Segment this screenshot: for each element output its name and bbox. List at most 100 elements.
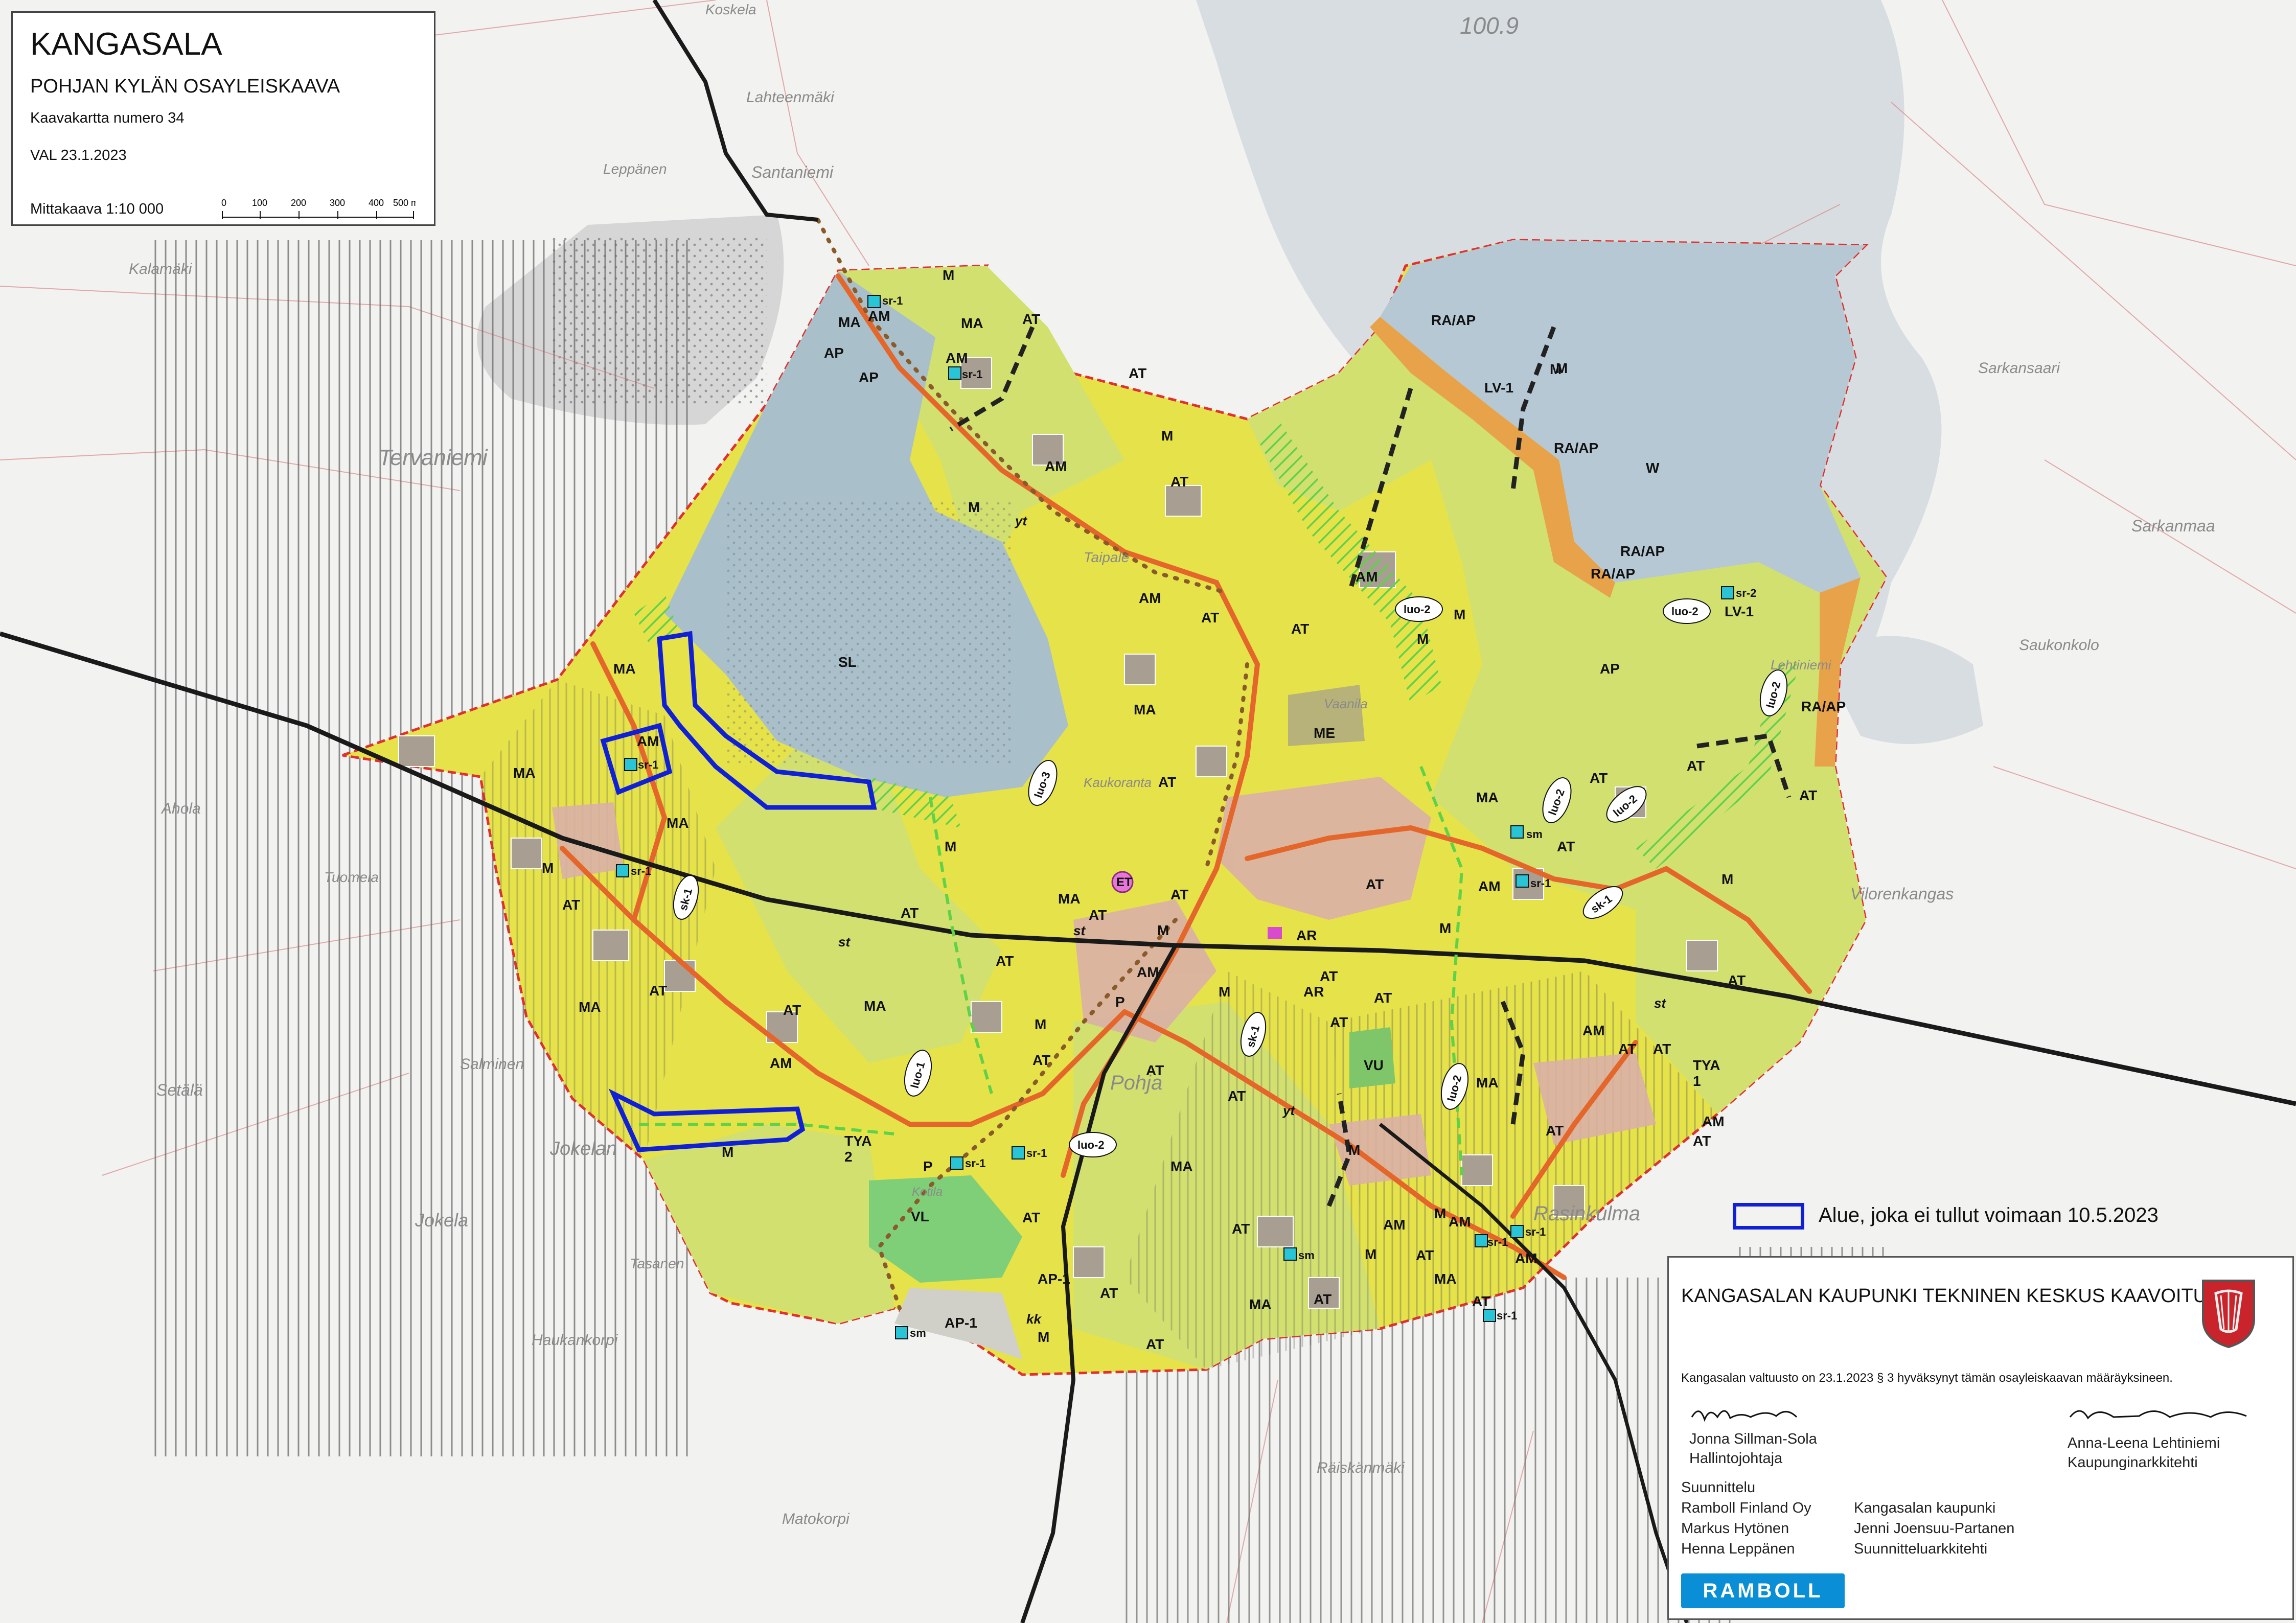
eco-corridor-1 (1257, 419, 1441, 705)
label-AT-27: AT (1618, 1041, 1636, 1057)
place-kaukoranta: Kaukoranta (1084, 775, 1152, 790)
not-in-force-area-3[interactable] (608, 1088, 806, 1152)
label-AM-10: AM (1582, 1023, 1605, 1038)
label-st-2: st (838, 934, 851, 949)
sr-markers (616, 295, 1734, 1339)
label-luo2-1: luo-2 (1404, 603, 1431, 616)
label-AM-9: AM (1137, 964, 1159, 980)
info-header: KANGASALAN KAUPUNKI TEKNINEN KESKUS KAAV… (1681, 1285, 2220, 1307)
city-name: Kangasalan kaupunki (1854, 1500, 1996, 1516)
designer-2: Henna Leppänen (1681, 1541, 1795, 1557)
label-AT-1: AT (1022, 311, 1040, 327)
place-santaniemi: Santaniemi (751, 163, 834, 181)
eco-corridor-3 (869, 777, 961, 828)
not-in-force-area-2[interactable] (600, 723, 673, 796)
label-AT-2: AT (1129, 365, 1146, 381)
label-AP1-south: AP-1 (945, 1315, 977, 1331)
label-AM-11: AM (1702, 1114, 1725, 1129)
ramboll-logo: RAMBOLL (1681, 1573, 1845, 1608)
label-AM-2: AM (946, 350, 968, 366)
place-orenkangas: Vilorenkangas (1850, 885, 1954, 903)
road-southeast (1379, 1123, 1689, 1623)
label-AM-1: AM (868, 308, 890, 324)
label-sr1-10: sr-1 (1497, 1309, 1517, 1322)
label-M-c: M (945, 839, 956, 854)
design-column-2: Kangasalan kaupunki Jenni Joensuu-Partan… (1854, 1498, 2014, 1559)
city-designer: Jenni Joensuu-Partanen (1854, 1520, 2015, 1537)
label-AT-29: AT (1693, 1133, 1711, 1149)
label-AT-15: AT (901, 905, 919, 921)
label-AP-1: AP (824, 345, 844, 361)
label-M-e2: M (1721, 871, 1733, 887)
place-saukonkolo: Saukonkolo (2019, 637, 2099, 654)
label-SL: SL (838, 654, 857, 670)
label-M-w: M (542, 860, 554, 876)
place-sarkansaari: Sarkansaari (1978, 360, 2060, 377)
label-AT-3: AT (1170, 474, 1188, 490)
label-AT-17: AT (1170, 887, 1188, 902)
place-kalamaki: Kalamäki (129, 261, 193, 277)
place-ahola: Ahola (160, 800, 201, 817)
label-AT-4: AT (1201, 610, 1219, 625)
ET-marker (1111, 871, 1134, 893)
label-AT-12: AT (562, 897, 580, 913)
design-label: Suunnittelu (1681, 1479, 1756, 1496)
label-AT-19: AT (1032, 1052, 1050, 1068)
place-kotila: Kotila (912, 1185, 943, 1199)
place-taipale: Taipale (1084, 549, 1129, 565)
zone-ME (1288, 685, 1365, 746)
label-MA-center: MA (1134, 702, 1156, 717)
label-M-ne: M (1556, 360, 1568, 376)
label-M-n3: M (968, 499, 980, 515)
label-AT-7: AT (1590, 770, 1608, 786)
label-MA-se: MA (1434, 1271, 1457, 1287)
label-MA-w: MA (513, 765, 536, 781)
label-M-n: M (943, 267, 954, 283)
municipality-name: KANGASALA (30, 27, 222, 62)
green-dashed-lines (639, 766, 1464, 1176)
place-lehtiniemi: Lehtiniemi (1771, 657, 1832, 673)
house-plots (398, 357, 1718, 1309)
zone-VU (1349, 1027, 1395, 1088)
signer-2-name: Anna-Leena Lehtiniemi (2068, 1435, 2220, 1451)
label-MA-s2: MA (1249, 1296, 1272, 1312)
zone-hatched-center (1124, 971, 1380, 1370)
label-AM-8: AM (770, 1055, 792, 1071)
historic-route (816, 218, 1249, 1310)
place-jokela2: Jokela (415, 1210, 468, 1231)
plan-area[interactable] (342, 239, 1888, 1376)
label-AP-2: AP (859, 369, 879, 385)
label-AR-2: AR (1303, 984, 1324, 1000)
label-M-c2: M (1219, 984, 1230, 1000)
signature-1-icon (1691, 1410, 1798, 1422)
not-in-force-area-1[interactable] (657, 631, 877, 810)
label-sr1-4: sr-1 (631, 865, 651, 877)
label-AT-36: AT (1472, 1293, 1490, 1309)
label-M-s3: M (1365, 1246, 1376, 1262)
place-tasanen: Tasanen (630, 1256, 684, 1271)
label-AT-24: AT (1374, 990, 1392, 1006)
map-scale: Mittakaava 1:10 000 (30, 201, 164, 217)
label-st-1: st (1073, 923, 1086, 938)
approval-info-box: KANGASALAN KAUPUNKI TEKNINEN KESKUS KAAV… (1667, 1256, 2294, 1620)
label-AM-6: AM (637, 733, 659, 749)
label-MA-s: MA (864, 998, 886, 1014)
zone-M-southwest (644, 1124, 894, 1324)
signer-2: Anna-Leena Lehtiniemi Kaupunginarkkiteht… (2068, 1433, 2220, 1472)
trails (949, 326, 1792, 1207)
label-RAAP-3: RA/AP (1620, 543, 1665, 559)
label-MA-c2: MA (1058, 891, 1081, 907)
zone-labels: SL W ME VU VL AP-1 AP-1 MA MA MA MA MA M… (513, 267, 1846, 1352)
label-AT-25: AT (1330, 1014, 1348, 1030)
label-AM-14: AM (1515, 1250, 1537, 1266)
label-MA-ne: MA (1476, 790, 1499, 805)
label-P-2: P (923, 1158, 933, 1174)
label-AT-34: AT (1314, 1291, 1331, 1307)
zone-VL (869, 1175, 1022, 1283)
title-box: KANGASALA POHJAN KYLÄN OSAYLEISKAAVA Kaa… (11, 11, 435, 226)
shore-RA-AP-east (1815, 577, 1861, 767)
label-RAAP-1: RA/AP (1431, 312, 1476, 328)
